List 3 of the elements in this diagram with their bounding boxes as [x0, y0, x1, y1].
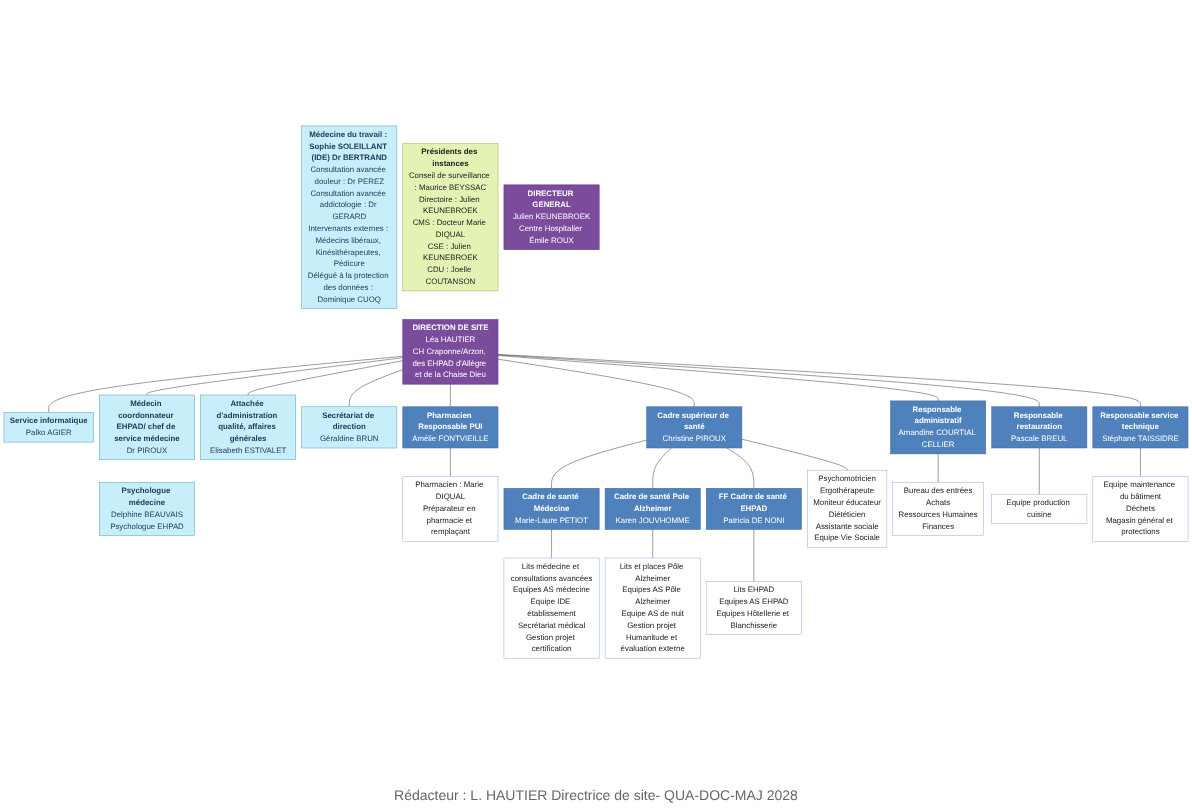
- connector: [497, 356, 939, 403]
- connector: [497, 355, 1040, 408]
- connector: [497, 355, 1141, 408]
